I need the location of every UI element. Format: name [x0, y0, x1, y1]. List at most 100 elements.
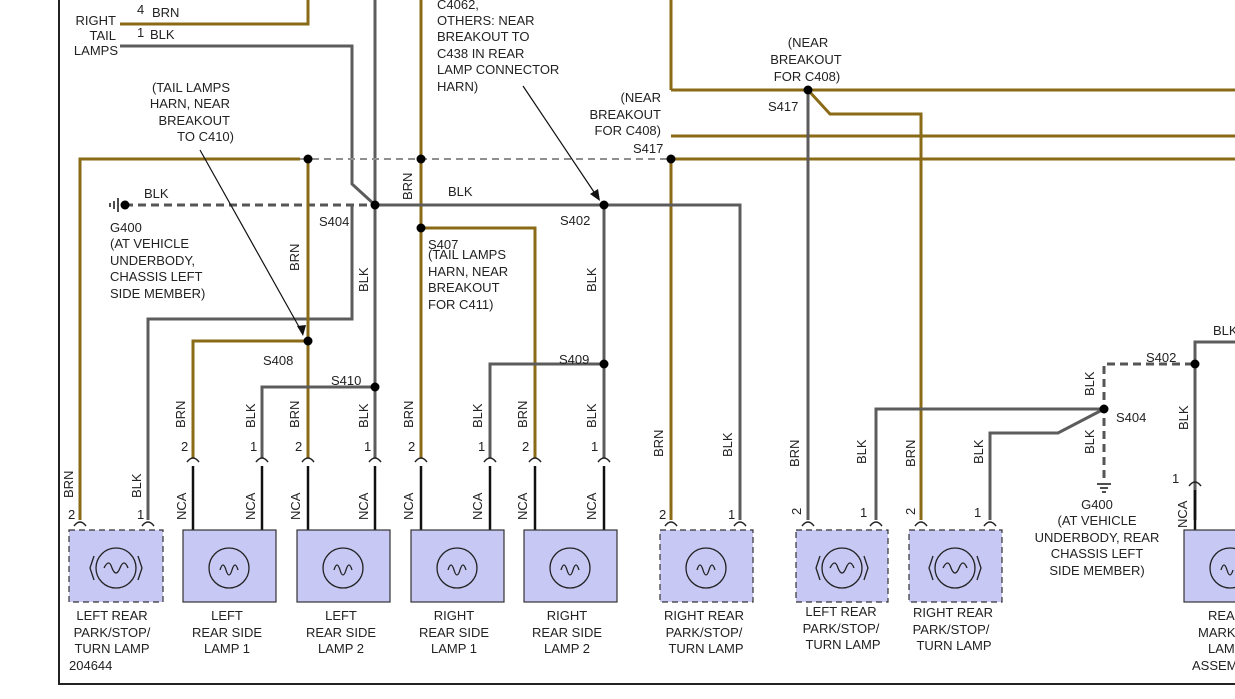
wire-color-label: BLK — [854, 439, 869, 464]
lamp-label-line: PARK/STOP/ — [74, 625, 151, 640]
splice-label: S409 — [559, 352, 589, 367]
wire-color-label: BRN — [401, 401, 416, 428]
wire-color-label: BRN — [903, 440, 918, 467]
wire-color-label: BLK — [356, 403, 371, 428]
lamp-box-dashed — [68, 529, 164, 603]
splice-node — [416, 154, 426, 164]
page-margin — [0, 0, 57, 699]
wire-color-label: BLK — [470, 403, 485, 428]
wire-color-label: BLK — [1082, 371, 1097, 396]
text-labels: RIGHT TAIL LAMPS 4 BRN 1 BLK C4062, OTHE… — [69, 0, 1235, 673]
lamp-label-line: REAR SIDE — [192, 625, 262, 640]
note-c4062-5: LAMP CONNECTOR — [437, 62, 559, 77]
pin-label: 1 — [591, 439, 598, 454]
note-c4062-4: C438 IN REAR — [437, 46, 524, 61]
g400-left-4: CHASSIS LEFT — [110, 269, 203, 284]
bulb-icon — [685, 547, 727, 589]
splice-label: S417 — [768, 99, 798, 114]
wire-color-label: BRN — [787, 440, 802, 467]
pin-label: 1 — [1172, 471, 1179, 486]
lamp-label-line: LAM — [1208, 641, 1235, 656]
nca-label: NCA — [174, 492, 189, 520]
lamp-labels: LEFT REAR PARK/STOP/ TURN LAMP LEFT REAR… — [74, 604, 1235, 673]
lamp-label-line: LEFT — [211, 608, 243, 623]
connector-pin-icon — [801, 521, 815, 527]
connector-pin-icon — [255, 457, 269, 463]
connector-pin-icon — [528, 457, 542, 463]
wire-color-label: BLK — [150, 27, 175, 42]
g400-right-3: UNDERBODY, REAR — [1035, 530, 1160, 545]
lamp-box — [296, 529, 391, 603]
lamp-box-dashed — [659, 529, 754, 603]
nca-label: NCA — [515, 492, 530, 520]
note-s407-3: BREAKOUT — [428, 280, 500, 295]
connector-pin-icon — [73, 521, 87, 527]
connector-pin-icon — [483, 457, 497, 463]
lamp-label-line: RIGHT — [434, 608, 475, 623]
lamp-label-line: LAMP 1 — [204, 641, 250, 656]
splice-node — [1190, 359, 1200, 369]
g400-right-1: G400 — [1081, 497, 1113, 512]
bulb-icon — [436, 547, 478, 589]
wire-brn-right-tail-top — [120, 0, 310, 26]
lamp-box-dashed — [795, 529, 889, 603]
lamp-label-line: LAMP 2 — [318, 641, 364, 656]
pin-label: 2 — [408, 439, 415, 454]
connector-pin-icon — [869, 521, 883, 527]
wire-blk-g400-right-dashed — [1102, 362, 1195, 478]
wire-color-label: BLK — [720, 432, 735, 457]
note-s407-1: (TAIL LAMPS — [428, 247, 506, 262]
connector-pin-icon — [368, 457, 382, 463]
lamp-label-line: REAR — [1208, 608, 1235, 623]
arrowhead-icon — [297, 325, 306, 336]
leader-lines — [199, 85, 600, 336]
arrowhead-icon — [590, 189, 600, 201]
splice-node — [416, 223, 426, 233]
lamp-label-line: RIGHT — [547, 608, 588, 623]
pin-label: 2 — [295, 439, 302, 454]
g400-left-2: (AT VEHICLE — [110, 236, 189, 251]
lamp-label-line: TURN LAMP — [805, 637, 880, 652]
wire-color-label: BLK — [584, 267, 599, 292]
wire-color-label: BLK — [1176, 405, 1191, 430]
right-tail-label-3: LAMPS — [74, 43, 118, 58]
pin-label: 1 — [728, 507, 735, 522]
splice-node — [1099, 404, 1109, 414]
connector-pin-icon — [664, 521, 678, 527]
leader-arrow — [522, 85, 599, 199]
wire-color-label: BRN — [173, 401, 188, 428]
nca-label: NCA — [243, 492, 258, 520]
wire-color-label: BLK — [144, 186, 169, 201]
nca-label: NCA — [356, 492, 371, 520]
connector-pin-icon — [983, 521, 997, 527]
pin-label: 1 — [860, 505, 867, 520]
lamp-label-line: LAMP 1 — [431, 641, 477, 656]
lamp-label-line: PARK/STOP/ — [803, 621, 880, 636]
g400-left-1: G400 — [110, 220, 142, 235]
splice-label: S404 — [1116, 410, 1146, 425]
note-s407-2: HARN, NEAR — [428, 264, 508, 279]
splice-node — [599, 200, 609, 210]
wire-blk-right-rear-park — [604, 203, 742, 520]
lamp-label-line: LEFT — [325, 608, 357, 623]
note-c410-3: BREAKOUT — [158, 113, 230, 128]
rotated-wire-labels: BRN BRN BLK BLK BRN BLK BRN BLK BRN BLK … — [61, 173, 1191, 528]
splice-nodes — [120, 85, 1200, 414]
lamp-box — [523, 529, 618, 603]
splice-label: S410 — [331, 373, 361, 388]
lamp-label-line: TURN LAMP — [916, 638, 991, 653]
connector-pin-icon — [414, 457, 428, 463]
dual-bulb-icon — [815, 547, 869, 589]
diagram-id: 204644 — [69, 658, 112, 673]
bulb-icon — [208, 547, 250, 589]
wire-color-label: BLK — [1082, 429, 1097, 454]
wire-brn-left-side-1 — [191, 339, 308, 458]
splice-label: S417 — [633, 141, 663, 156]
wire-color-label: BRN — [287, 244, 302, 271]
connector-pin-icon — [1188, 481, 1202, 487]
wire-brn-left-rear — [78, 157, 300, 520]
lamp-box-dashed — [908, 529, 1003, 603]
bulbs — [89, 547, 1235, 589]
note-c408-b-3: FOR C408) — [595, 123, 661, 138]
connector-pin-icon — [914, 521, 928, 527]
